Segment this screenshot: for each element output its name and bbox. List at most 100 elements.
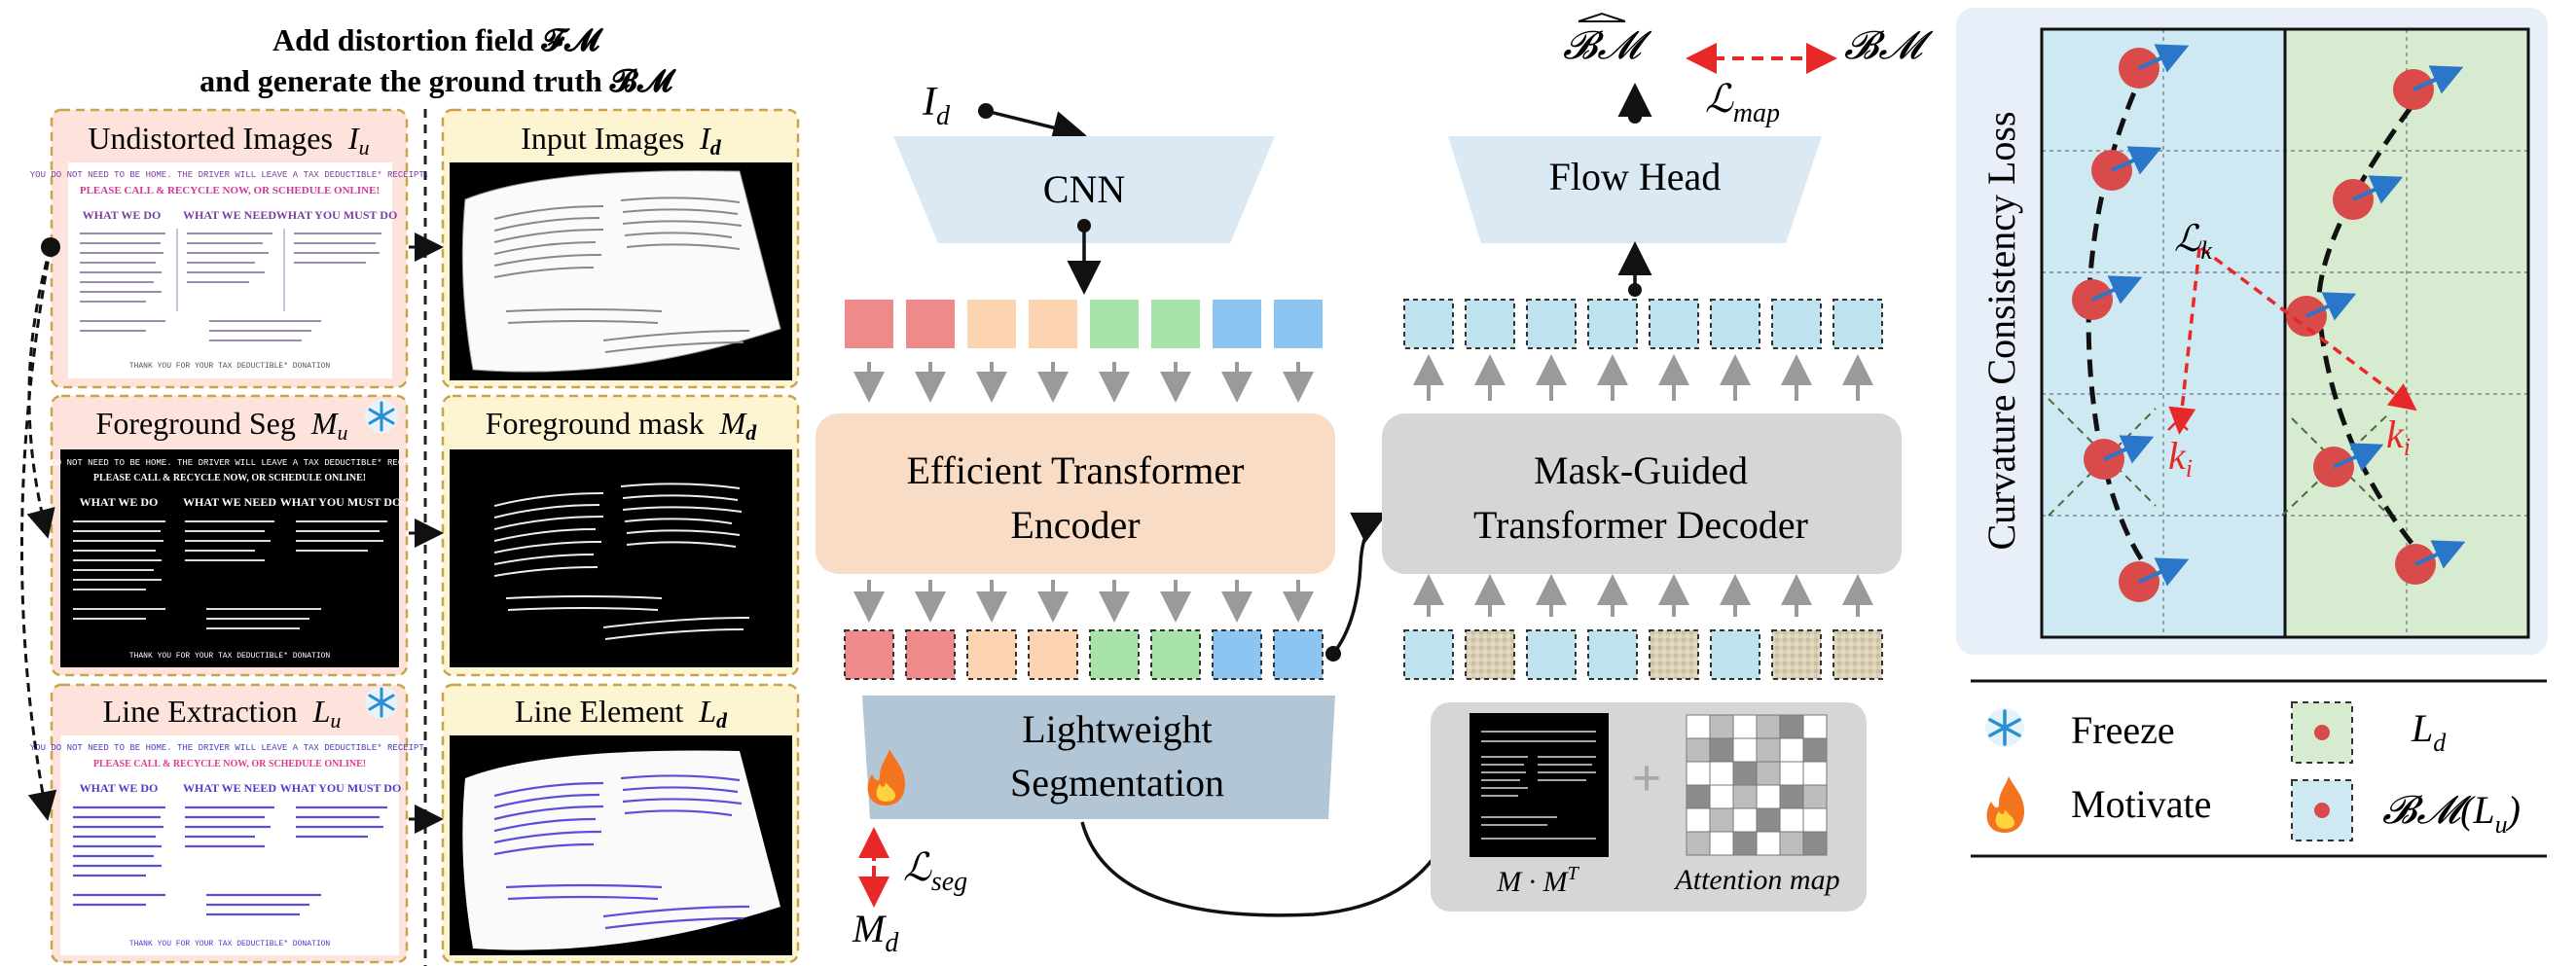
attention-cell (1756, 784, 1781, 809)
plus-sign: + (1632, 749, 1662, 807)
warped-doc-input (461, 170, 781, 373)
k-hat-label: k (2168, 434, 2187, 478)
token (1771, 299, 1822, 349)
svg-text:WHAT WE DO: WHAT WE DO (80, 495, 159, 509)
mmt-label: M · M (1496, 866, 1569, 898)
token (1649, 299, 1699, 349)
svg-text:WHAT WE NEED: WHAT WE NEED (183, 208, 276, 222)
svg-text:YOU DO NOT NEED TO BE HOME. TH: YOU DO NOT NEED TO BE HOME. THE DRIVER W… (30, 170, 429, 180)
legend: Freeze Motivate Ld 𝓑𝓜(Lu) (1971, 679, 2547, 858)
k-label: k (2386, 412, 2405, 456)
direction-arrow (2413, 65, 2464, 94)
svg-text:YOU DO NOT NEED TO BE HOME. TH: YOU DO NOT NEED TO BE HOME. THE DRIVER W… (30, 743, 429, 753)
direction-arrow (2414, 540, 2466, 569)
curvature-title: Curvature Consistency Loss (1979, 111, 2023, 550)
attention-cell (1802, 761, 1828, 786)
attention-cell (1732, 807, 1758, 833)
svg-text:M · MT: M · MT (1496, 863, 1579, 898)
svg-text:WHAT WE DO: WHAT WE DO (80, 781, 159, 795)
attention-cell (1709, 714, 1734, 739)
loss-map: ℒ (1705, 77, 1734, 121)
attention-cell (1732, 784, 1758, 809)
svg-text:Line Extraction Lu: Line Extraction Lu (103, 694, 342, 733)
svg-text:PLEASE CALL & RECYCLE NOW, OR: PLEASE CALL & RECYCLE NOW, OR SCHEDULE O… (93, 473, 366, 483)
svg-text:Ld: Ld (2411, 706, 2447, 757)
decoder-output-arrows (1413, 354, 1873, 401)
panel-undistorted: Undistorted Images Iu YOU DO NOT NEED TO… (30, 108, 429, 389)
attention-cell (1686, 761, 1711, 786)
token (966, 629, 1017, 680)
attention-cell (1779, 714, 1804, 739)
attention-cell (1779, 737, 1804, 763)
token (1465, 629, 1515, 680)
token (1771, 629, 1822, 680)
attention-cell (1802, 831, 1828, 856)
legend-ld: L (2411, 706, 2433, 750)
svg-text:WHAT WE DO: WHAT WE DO (83, 208, 162, 222)
flame-icon (1986, 776, 2024, 833)
attention-cell (1779, 807, 1804, 833)
svg-text:Md: Md (852, 907, 899, 958)
token (1151, 300, 1200, 348)
token (967, 300, 1016, 348)
decoder-block: Mask-Guided Transformer Decoder (1382, 413, 1902, 574)
attention-cell (1802, 807, 1828, 833)
panel-fg-seg-label: Foreground Seg (96, 406, 296, 441)
token (1150, 629, 1201, 680)
token (844, 629, 894, 680)
doc-thumbnail-undistorted: YOU DO NOT NEED TO BE HOME. THE DRIVER W… (30, 162, 429, 378)
svg-text:PLEASE CALL & RECYCLE NOW, OR: PLEASE CALL & RECYCLE NOW, OR SCHEDULE O… (93, 759, 366, 769)
svg-text:ki: ki (2386, 412, 2411, 461)
middle-input-var: I (922, 80, 938, 125)
encoder-input-tokens (845, 300, 1323, 348)
svg-text:ℒk: ℒk (2174, 219, 2212, 265)
token (1089, 629, 1140, 680)
decoder-output-tokens (1403, 299, 1883, 349)
snowflake-icon (365, 400, 398, 433)
attention-cell (1709, 784, 1734, 809)
direction-arrow (2138, 44, 2190, 73)
token (906, 300, 955, 348)
svg-text:WHAT YOU MUST DO: WHAT YOU MUST DO (280, 495, 402, 509)
token (1526, 629, 1577, 680)
token (1710, 629, 1760, 680)
md-label: M (852, 907, 888, 950)
token (905, 629, 956, 680)
snowflake-icon (1985, 708, 2024, 747)
curve-points (2072, 44, 2466, 602)
direction-arrow (2305, 292, 2357, 321)
legend-motivate: Motivate (2071, 782, 2211, 826)
attention-cell (1709, 761, 1734, 786)
snowflake-icon (365, 686, 398, 719)
panel-line-ext-label: Line Extraction (103, 694, 298, 729)
segmentation-block: Lightweight Segmentation (854, 696, 1335, 819)
token (1403, 629, 1454, 680)
token (1090, 300, 1139, 348)
panel-input-label: Input Images (521, 121, 684, 156)
attention-cell (1802, 714, 1828, 739)
attention-cell (1779, 784, 1804, 809)
panel-line-el-label: Line Element (515, 694, 683, 729)
svg-text:WHAT WE NEED: WHAT WE NEED (183, 781, 276, 795)
attention-cell (1779, 831, 1804, 856)
direction-arrow (2091, 275, 2143, 304)
left-title-line1: Add distortion field 𝓕𝓜 (272, 22, 603, 57)
cnn-label: CNN (1043, 167, 1125, 211)
svg-text:PLEASE CALL & RECYCLE NOW, OR: PLEASE CALL & RECYCLE NOW, OR SCHEDULE O… (80, 185, 380, 197)
seg-label-line2: Segmentation (1010, 761, 1224, 805)
token (1028, 629, 1078, 680)
attention-cell (1802, 737, 1828, 763)
panel-fg-seg: Foreground Seg Mu YOU DO NOT NEED TO BE … (30, 394, 429, 677)
seg-label-line1: Lightweight (1022, 707, 1213, 751)
bm-label: 𝓑𝓜 (1844, 23, 1934, 67)
attention-cell (1686, 784, 1711, 809)
loss-k: ℒ (2174, 219, 2202, 260)
attention-cell (1779, 761, 1804, 786)
attention-map-grid (1686, 714, 1828, 856)
attention-cell (1709, 831, 1734, 856)
encoder-block: Efficient Transformer Encoder (816, 413, 1335, 574)
svg-text:ℒmap: ℒmap (1705, 77, 1780, 128)
attention-cell (1686, 737, 1711, 763)
panel-fg-mask-label: Foreground mask (486, 406, 705, 441)
